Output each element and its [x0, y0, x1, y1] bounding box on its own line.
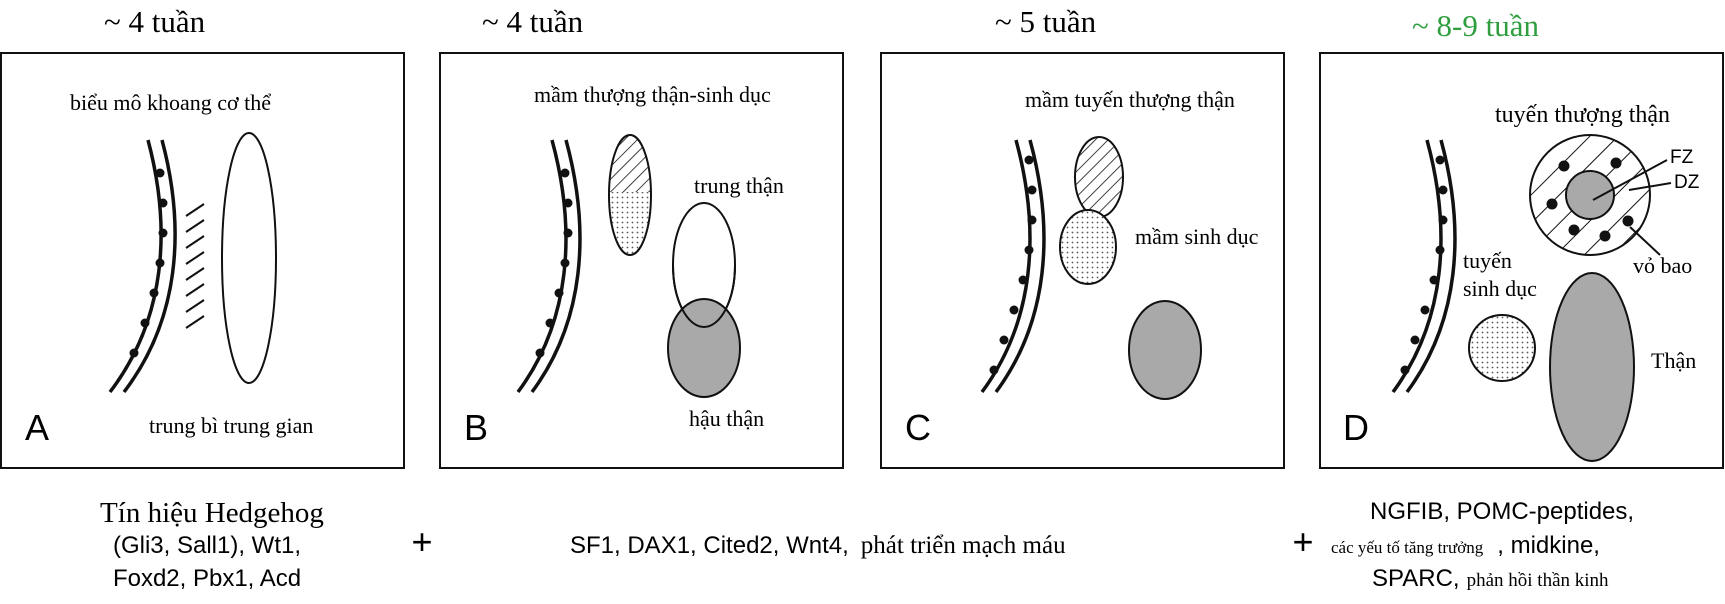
panel-d-frame: [1319, 52, 1724, 469]
svg-text:SPARC, phản hồi thần kin: SPARC, phản hồi thần kinh: [1372, 565, 1609, 592]
panel-c-letter: C: [905, 407, 931, 448]
coelomic-epithelium-shape: [516, 139, 582, 394]
panel-d-letter: D: [1343, 407, 1369, 448]
sparc: SPARC,: [1372, 565, 1460, 592]
kidney-ellipse: [1128, 300, 1202, 400]
fetal-zone-core: [1565, 170, 1615, 220]
panel-d-label-fz: FZ: [1670, 147, 1694, 168]
panel-a-letter: A: [25, 407, 49, 448]
panel-a-label-coelomic-epithelium: biểu mô khoang cơ thể: [70, 90, 271, 115]
mesonephros-overlap-outline: [672, 264, 736, 328]
kidney-ellipse: [1549, 272, 1635, 462]
panel-d: tuyến thượng thận F: [1343, 102, 1700, 462]
plus-sign-2: +: [1292, 521, 1313, 562]
panel-b-frame: [439, 52, 844, 469]
svg-text:SF1, DAX1, Cited2, Wnt4,: SF1, DAX1, Cited2, Wnt4, phát triển mạch…: [570, 532, 1066, 559]
panel-a-frame: [0, 52, 405, 469]
panel-a: biểu mô khoang cơ thể trung bì trung gia…: [25, 90, 313, 448]
intermediate-mesoderm-hatch: [185, 203, 205, 329]
metanephros-ellipse: [667, 298, 741, 398]
panel-c: mầm tuyến thượng thận mầm sinh dục C: [905, 87, 1259, 448]
adrenal-callout-lines: [1592, 159, 1672, 256]
panel-d-label-adrenal-gland: tuyến thượng thận: [1495, 102, 1670, 128]
ngfib-line: NGFIB, POMC-peptides,: [1370, 498, 1634, 525]
panel-c-label-gonadal-primordium: mầm sinh dục: [1135, 224, 1259, 249]
signals-group-2: SF1, DAX1, Cited2, Wnt4, phát triển mạch…: [570, 532, 1066, 559]
hedgehog-line3: Foxd2, Pbx1, Acd: [113, 565, 301, 592]
panel-c-frame: [880, 52, 1285, 469]
adrenogonadal-primordium-shape: [608, 134, 652, 256]
coelomic-epithelium-shape: [108, 139, 177, 394]
intermediate-mesoderm-ellipse: [221, 132, 277, 384]
hedgehog-line2: (Gli3, Sall1), Wt1,: [113, 532, 301, 559]
coelomic-epithelium-shape: [980, 139, 1046, 394]
neural-feedback: phản hồi thần kinh: [1467, 570, 1609, 591]
panel-d-label-dz: DZ: [1674, 172, 1700, 193]
panel-b: mầm thượng thận-sinh dục trung thận hậu …: [464, 82, 784, 448]
panel-d-time: ~ 8-9 tuần: [1412, 8, 1539, 43]
adrenal-gland-shape: [1529, 134, 1651, 256]
plus-sign-1: +: [411, 521, 432, 562]
coelomic-epithelium-shape: [1391, 139, 1457, 394]
panel-b-time: ~ 4 tuần: [482, 4, 584, 39]
panel-d-label-gonad-line1: tuyến: [1463, 248, 1512, 273]
panel-d-label-capsule: vỏ bao: [1633, 253, 1692, 278]
adrenal-primordium-ellipse: [1074, 136, 1124, 218]
midkine: , midkine,: [1497, 532, 1600, 559]
gonad-circle: [1468, 314, 1536, 382]
hedgehog-title: Tín hiệu Hedgehog: [100, 497, 324, 529]
panel-c-label-adrenal-primordium: mầm tuyến thượng thận: [1025, 87, 1235, 112]
panel-b-label-adrenogonadal-primordium: mầm thượng thận-sinh dục: [534, 82, 771, 107]
panel-c-time: ~ 5 tuần: [995, 4, 1097, 39]
signals-group-1: Tín hiệu Hedgehog (Gli3, Sall1), Wt1, Fo…: [100, 497, 324, 592]
sf1-genes: SF1, DAX1, Cited2, Wnt4,: [570, 532, 849, 559]
panel-b-label-mesonephros: trung thận: [694, 173, 784, 198]
vascular-development: phát triển mạch máu: [861, 532, 1066, 559]
panel-b-label-metanephros: hậu thận: [689, 406, 764, 431]
panel-d-label-gonad-line2: sinh dục: [1463, 276, 1537, 301]
signals-group-3: NGFIB, POMC-peptides, các yếu tố tăng tr…: [1331, 498, 1634, 592]
svg-text:các yếu tố tăng trưởng ,: các yếu tố tăng trưởng , midkine,: [1331, 532, 1600, 559]
panel-a-label-intermediate-mesoderm: trung bì trung gian: [149, 413, 313, 438]
growth-factors: các yếu tố tăng trưởng: [1331, 538, 1484, 557]
panel-a-time: ~ 4 tuần: [104, 4, 206, 39]
panel-b-letter: B: [464, 407, 488, 448]
panel-d-label-kidney: Thận: [1651, 348, 1696, 373]
gonadal-primordium-ellipse: [1059, 209, 1117, 285]
